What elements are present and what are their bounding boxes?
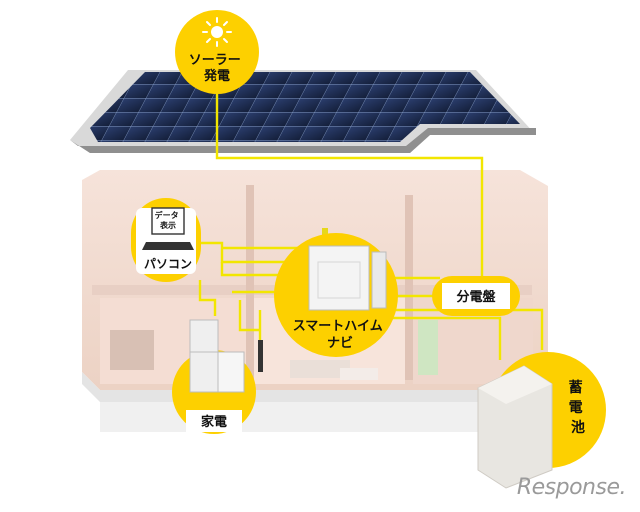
response-logo: Response. (517, 475, 626, 500)
battery-label: 蓄 電 池 (569, 379, 588, 436)
pc-node: データ 表示 パソコン (131, 198, 201, 282)
router-device (372, 252, 386, 308)
washing-machine (218, 352, 244, 392)
distribution-panel-node: 分電盤 (432, 276, 520, 316)
roof (70, 70, 536, 153)
keyboard-icon (142, 242, 194, 250)
hub-node: スマートハイム ナビ (274, 233, 398, 357)
refrigerator (190, 320, 218, 392)
pc-label: パソコン (144, 257, 192, 271)
sun-icon (203, 18, 231, 46)
appliances-label: 家電 (201, 414, 227, 430)
floor-lamp (258, 340, 263, 372)
solar-generation-node: ソーラー 発電 (175, 10, 259, 94)
panel-label: 分電盤 (456, 289, 496, 305)
